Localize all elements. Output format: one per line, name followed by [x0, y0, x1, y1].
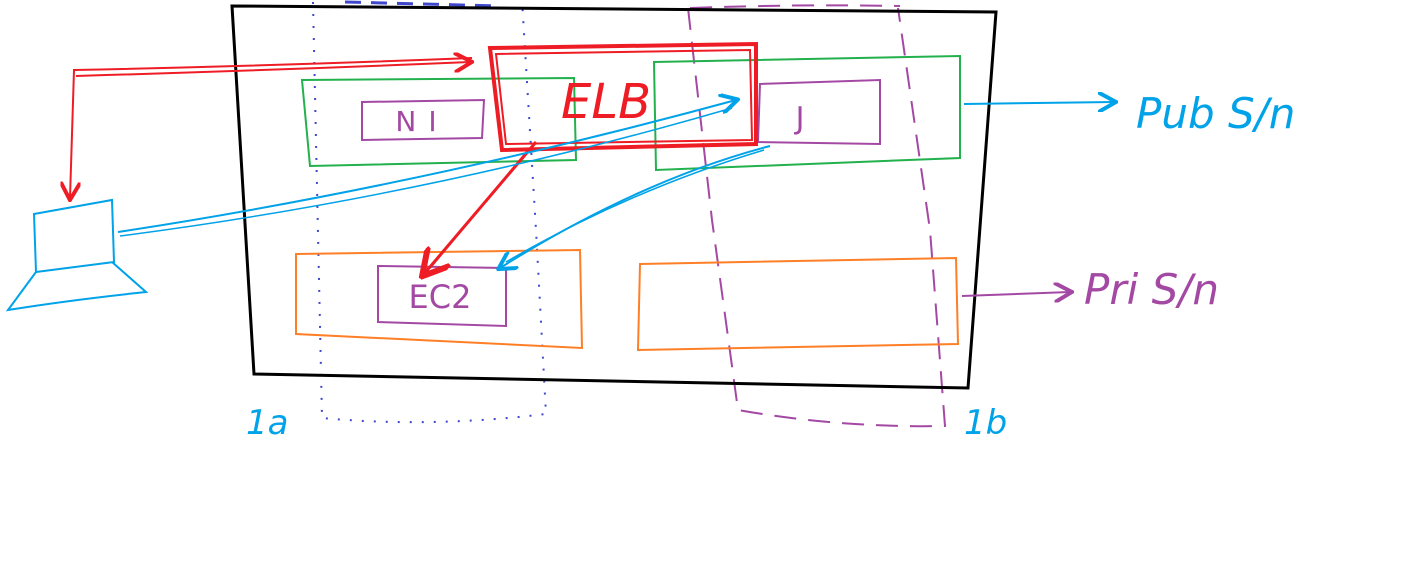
- private-subnet-arrow: [961, 292, 1070, 296]
- client-to-elb-arrow: [75, 62, 470, 77]
- public-subnet-a: [300, 76, 578, 168]
- public-subnet-b: [652, 54, 961, 172]
- vpc-boundary: [230, 4, 998, 390]
- elb-label: ELB: [561, 74, 651, 130]
- zone-a-label: 1a: [246, 403, 288, 443]
- j-to-ec2-arrow: [500, 145, 771, 268]
- load-balancer: ELB: [487, 41, 758, 153]
- node-j-label: J: [794, 101, 805, 136]
- node-j: J: [756, 78, 881, 146]
- client-to-j-arrow: [117, 100, 736, 233]
- private-subnet-label: Pri S/n: [1084, 265, 1219, 314]
- client-laptop-icon: [5, 198, 149, 312]
- availability-zone-b: [687, 4, 947, 428]
- private-subnet-b: [636, 256, 960, 352]
- zone-b-label: 1b: [964, 403, 1007, 443]
- node-ec2: EC2: [377, 264, 507, 328]
- node-ec2-label: EC2: [409, 278, 472, 316]
- node-ni: NI: [361, 98, 486, 142]
- node-ni-label: NI: [395, 105, 448, 138]
- public-subnet-label: Pub S/n: [1136, 89, 1295, 138]
- private-subnet-a: [295, 248, 584, 350]
- elb-to-client-arrow: [70, 57, 473, 198]
- public-subnet-arrow: [963, 102, 1114, 104]
